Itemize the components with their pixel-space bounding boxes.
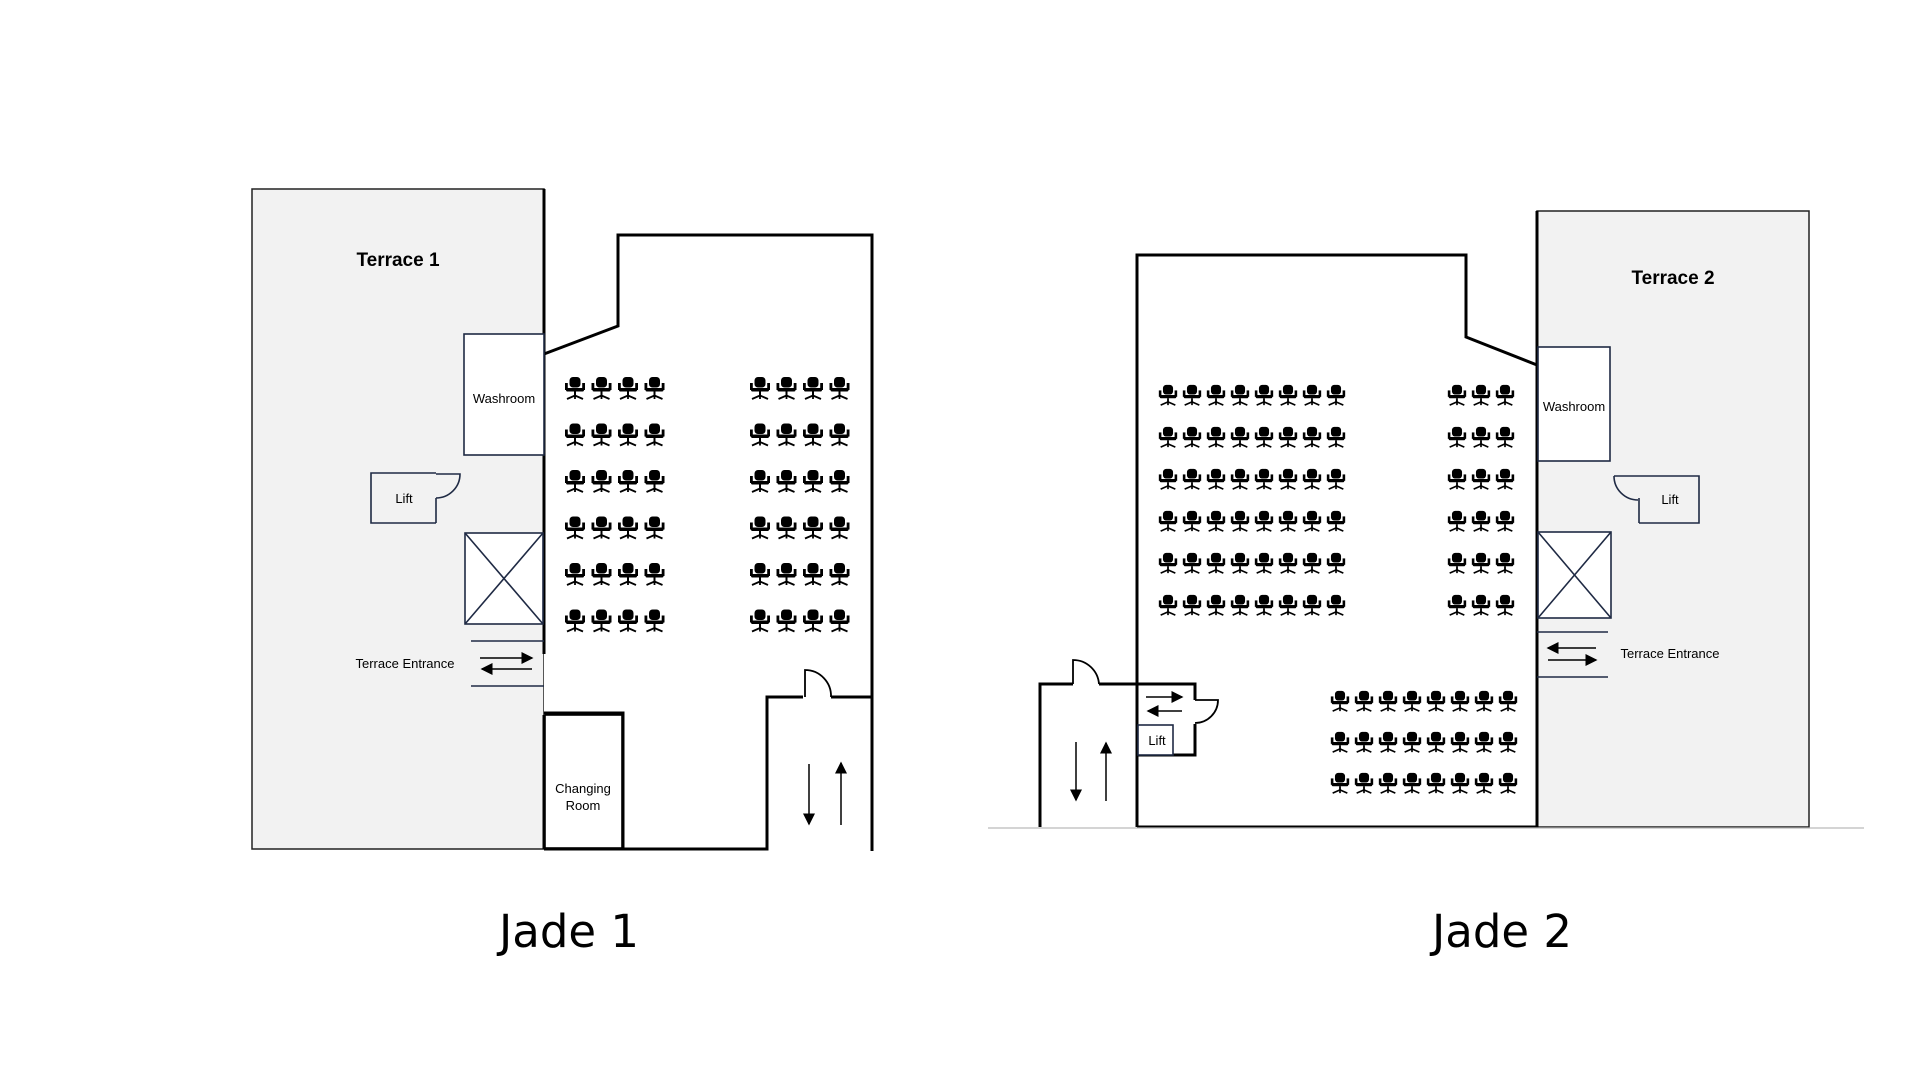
changing-room-1 — [544, 714, 623, 849]
plan-jade-2: Terrace 2 Lift Washroom Lift — [988, 210, 1864, 829]
lift-2-label: Lift — [1661, 492, 1679, 507]
terrace-entrance-1-label: Terrace Entrance — [356, 656, 455, 671]
terrace-entrance-2-label: Terrace Entrance — [1621, 646, 1720, 661]
washroom-2-label: Washroom — [1543, 399, 1605, 414]
caption-jade-2: Jade 2 — [1429, 905, 1572, 958]
annex-2-walls — [1038, 682, 1073, 827]
terrace-1-area — [251, 188, 545, 850]
caption-jade-1: Jade 1 — [496, 905, 639, 958]
changing-room-1-label-2: Room — [566, 798, 601, 813]
hall-2-walls — [1135, 253, 1538, 827]
washroom-1-label: Washroom — [473, 391, 535, 406]
terrace-1-label: Terrace 1 — [356, 250, 440, 271]
hall-1-walls — [543, 233, 874, 851]
lift-2 — [1639, 475, 1700, 524]
lift-2-small-label: Lift — [1148, 733, 1166, 748]
washroom-2 — [1537, 346, 1611, 462]
door-1-right — [804, 669, 832, 698]
terrace-2-area — [1536, 210, 1810, 828]
changing-room-1-label: Changing — [555, 781, 611, 796]
lift-1 — [370, 472, 436, 524]
stair-void-1 — [464, 532, 544, 625]
terrace-2-label: Terrace 2 — [1631, 268, 1714, 289]
lift-2-small — [1137, 724, 1174, 756]
lift-1-label: Lift — [395, 491, 413, 506]
stair-void-2 — [1537, 531, 1612, 619]
washroom-1 — [463, 333, 545, 456]
plan-jade-1: Terrace 1 Washroom Lift Terrace Entrance… — [251, 188, 874, 851]
